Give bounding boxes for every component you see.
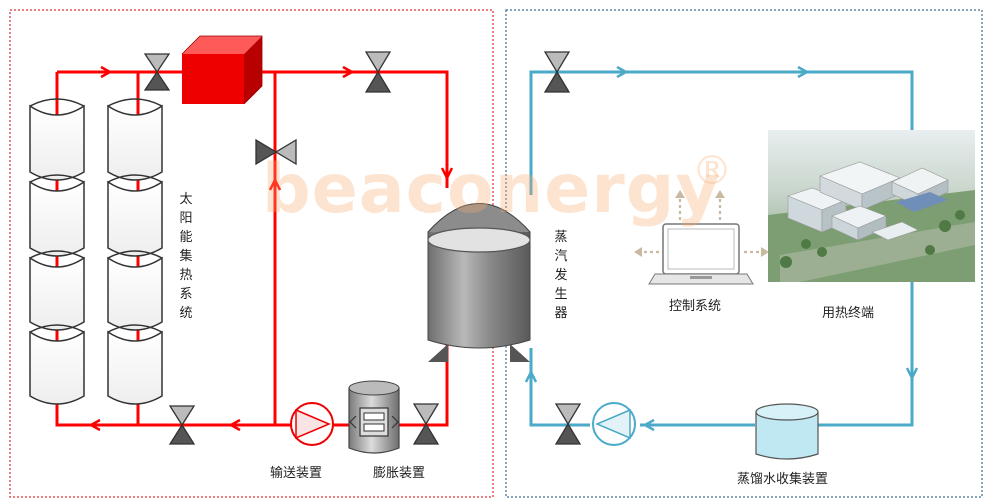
delivery-device-label: 输送装置	[270, 466, 323, 481]
hot-loop-boundary	[9, 9, 494, 498]
watermark-registered-mark: ®	[692, 148, 732, 194]
watermark-logo: beaconergy	[262, 150, 721, 229]
valve-icon	[364, 51, 392, 93]
valve-icon	[554, 403, 582, 445]
expansion-device-icon	[348, 380, 400, 454]
arrow-right-icon	[342, 65, 355, 79]
valve-icons	[143, 51, 582, 445]
signal-arrows	[634, 190, 769, 257]
steam-generator-label: 蒸汽发生器	[554, 230, 568, 321]
condensate-pump-icon	[592, 402, 636, 446]
arrow-right-icon	[616, 65, 629, 79]
arrow-right-icon	[100, 65, 113, 79]
arrow-right-icon	[797, 65, 810, 79]
control-laptop-icon	[648, 223, 754, 285]
valve-icon	[168, 405, 196, 445]
solar-collector-label: 太阳能集热系统	[179, 192, 193, 321]
expansion-device-label: 膨胀装置	[373, 466, 426, 481]
heater-block	[181, 35, 263, 105]
valve-icon	[255, 138, 297, 166]
solar-collector-array	[29, 98, 163, 405]
solar-collector-panel	[107, 174, 163, 257]
cold-flow-arrows	[524, 65, 919, 432]
valve-icon	[543, 51, 571, 93]
condensate-collector-label: 蒸馏水收集装置	[737, 472, 829, 487]
heat-terminal-label: 用热终端	[822, 306, 875, 321]
valve-icon	[143, 53, 171, 91]
hot-flow-arrows	[88, 65, 454, 432]
arrow-up-icon	[524, 369, 538, 383]
solar-collector-panel	[29, 324, 85, 405]
control-system-label: 控制系统	[669, 299, 722, 314]
valve-icon	[412, 403, 440, 445]
solar-collector-panel	[107, 98, 163, 181]
condensate-collector-tank	[755, 403, 819, 460]
arrow-left-icon	[228, 418, 241, 432]
heat-terminal-image	[768, 130, 975, 282]
arrow-left-icon	[88, 418, 101, 432]
arrow-up-icon	[268, 177, 282, 191]
cold-loop-boundary	[505, 9, 983, 498]
steam-generator-tank	[427, 203, 531, 362]
solar-collector-panel	[107, 250, 163, 331]
arrow-down-icon	[440, 167, 454, 181]
delivery-pump-icon	[290, 402, 334, 446]
solar-collector-panel	[107, 324, 163, 405]
solar-collector-panel	[29, 98, 85, 181]
arrow-left-icon	[642, 418, 655, 432]
arrow-down-icon	[905, 367, 919, 381]
